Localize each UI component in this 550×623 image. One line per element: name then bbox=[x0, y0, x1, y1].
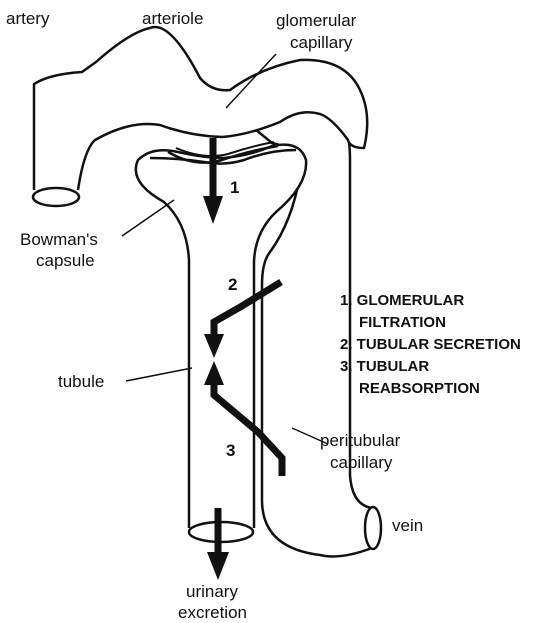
bowmans-capsule-label-1: Bowman's bbox=[20, 230, 98, 249]
peritubular-capillary-label-2: capillary bbox=[330, 453, 393, 472]
arrow-number-2: 2 bbox=[228, 275, 237, 294]
peritubular-capillary-label-1: peritubular bbox=[320, 431, 401, 450]
artery-label: artery bbox=[6, 9, 50, 28]
bowmans-leader bbox=[122, 200, 174, 236]
legend-item-1-line-1: 1. GLOMERULAR bbox=[340, 292, 464, 309]
vein-opening bbox=[365, 507, 381, 549]
arrow-number-3: 3 bbox=[226, 441, 235, 460]
excretion-arrowhead bbox=[207, 552, 229, 580]
legend-item-3-line-1: 3. TUBULAR bbox=[340, 358, 429, 375]
urinary-excretion-label-2: excretion bbox=[178, 603, 247, 622]
vein-label: vein bbox=[392, 516, 423, 535]
legend-item-1-line-2: FILTRATION bbox=[359, 314, 446, 331]
tubule-leader bbox=[126, 368, 192, 381]
arteriole-label: arteriole bbox=[142, 9, 203, 28]
legend-item-3-line-2: REABSORPTION bbox=[359, 380, 480, 397]
tubule-label: tubule bbox=[58, 372, 104, 391]
artery-opening bbox=[33, 188, 79, 206]
process-legend: 1. GLOMERULAR FILTRATION 2. TUBULAR SECR… bbox=[340, 292, 521, 397]
urinary-excretion-label-1: urinary bbox=[186, 582, 238, 601]
legend-item-2: 2. TUBULAR SECRETION bbox=[340, 336, 521, 353]
glomerular-capillary-label-1: glomerular bbox=[276, 11, 357, 30]
glomerular-capillary-label-2: capillary bbox=[290, 33, 353, 52]
arrow-number-1: 1 bbox=[230, 178, 239, 197]
bowmans-capsule-label-2: capsule bbox=[36, 251, 95, 270]
